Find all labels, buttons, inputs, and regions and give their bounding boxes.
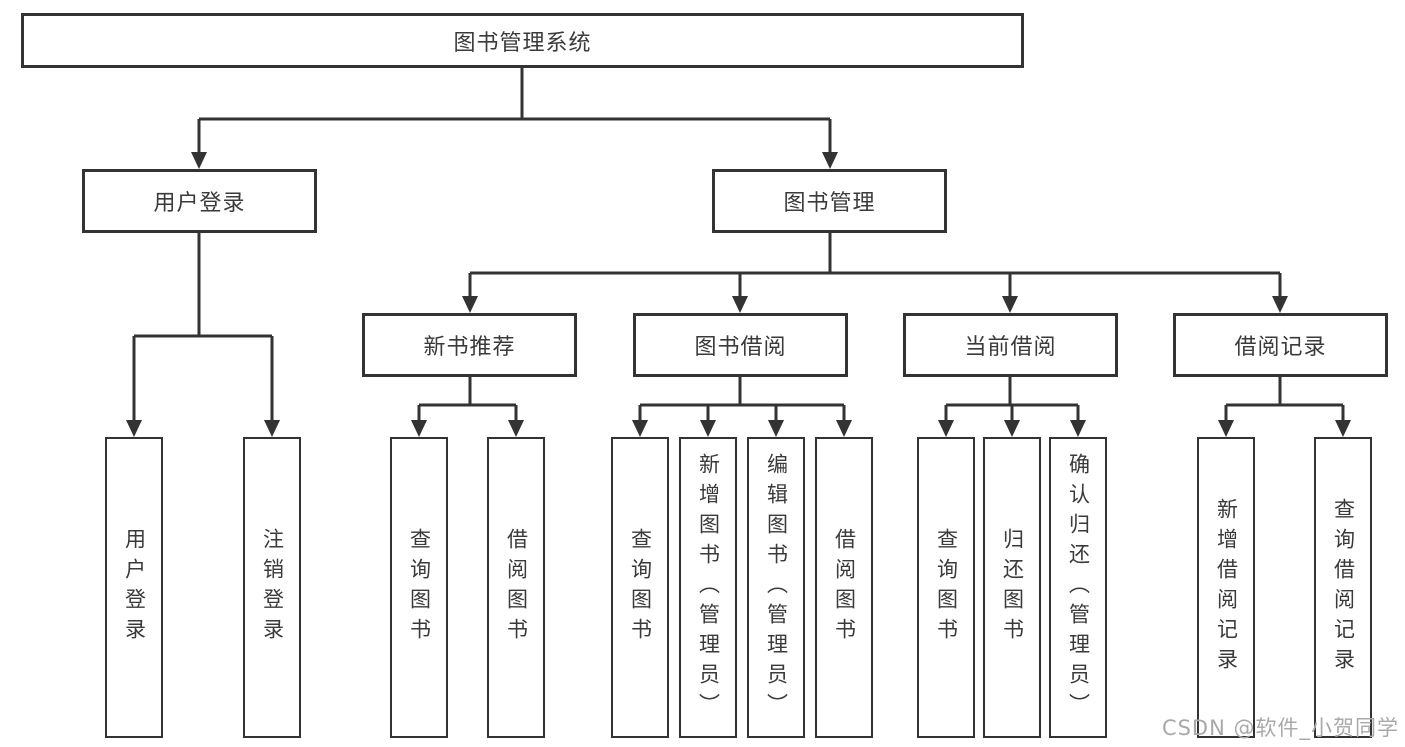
node-label: 新书推荐	[423, 335, 516, 360]
leaf-confirm-return-admin: 确认归还（管理员）	[1049, 437, 1107, 738]
node-label: 编辑图书（管理员）	[764, 452, 789, 723]
leaf-add-books-admin: 新增图书（管理员）	[679, 437, 737, 738]
leaf-edit-books-admin: 编辑图书（管理员）	[747, 437, 805, 738]
node-label: 归还图书	[1000, 527, 1025, 648]
node-label: 用户登录	[153, 191, 246, 216]
node-borrowing-records: 借阅记录	[1173, 313, 1388, 377]
node-label: 借阅图书	[832, 527, 857, 648]
node-label: 新增图书（管理员）	[696, 452, 721, 723]
node-label: 确认归还（管理员）	[1066, 452, 1091, 723]
node-label: 注销登录	[260, 527, 285, 648]
leaf-query-books-current: 查询图书	[917, 437, 975, 738]
arrowheads	[126, 152, 1351, 437]
node-label: 查询图书	[934, 527, 959, 648]
leaf-query-borrow-record: 查询借阅记录	[1314, 437, 1372, 738]
node-label: 借阅图书	[504, 527, 529, 648]
leaf-query-books-recommend: 查询图书	[390, 437, 448, 738]
leaf-user-login: 用户登录	[105, 437, 163, 738]
node-label: 借阅记录	[1234, 335, 1327, 360]
node-label: 当前借阅	[964, 335, 1057, 360]
node-book-management: 图书管理	[712, 169, 947, 233]
node-new-book-recommendation: 新书推荐	[362, 313, 577, 377]
node-current-borrowing: 当前借阅	[903, 313, 1118, 377]
node-label: 查询图书	[628, 527, 653, 648]
csdn-watermark: CSDN @软件_小贺同学	[1161, 716, 1399, 740]
node-label: 查询借阅记录	[1331, 497, 1356, 678]
leaf-return-books: 归还图书	[983, 437, 1041, 738]
node-user-login: 用户登录	[82, 169, 317, 233]
leaf-borrow-books-recommend: 借阅图书	[487, 437, 545, 738]
leaf-add-borrow-record: 新增借阅记录	[1197, 437, 1255, 738]
node-label: 查询图书	[407, 527, 432, 648]
node-label: 图书借阅	[694, 335, 787, 360]
node-book-borrowing: 图书借阅	[633, 313, 848, 377]
leaf-borrow-books: 借阅图书	[815, 437, 873, 738]
leaf-query-books-borrow: 查询图书	[611, 437, 669, 738]
node-library-management-system: 图书管理系统	[21, 13, 1024, 68]
node-label: 新增借阅记录	[1214, 497, 1239, 678]
node-label: 用户登录	[122, 527, 147, 648]
node-label: 图书管理	[783, 191, 876, 216]
leaf-logout: 注销登录	[243, 437, 301, 738]
node-label: 图书管理系统	[453, 30, 592, 56]
